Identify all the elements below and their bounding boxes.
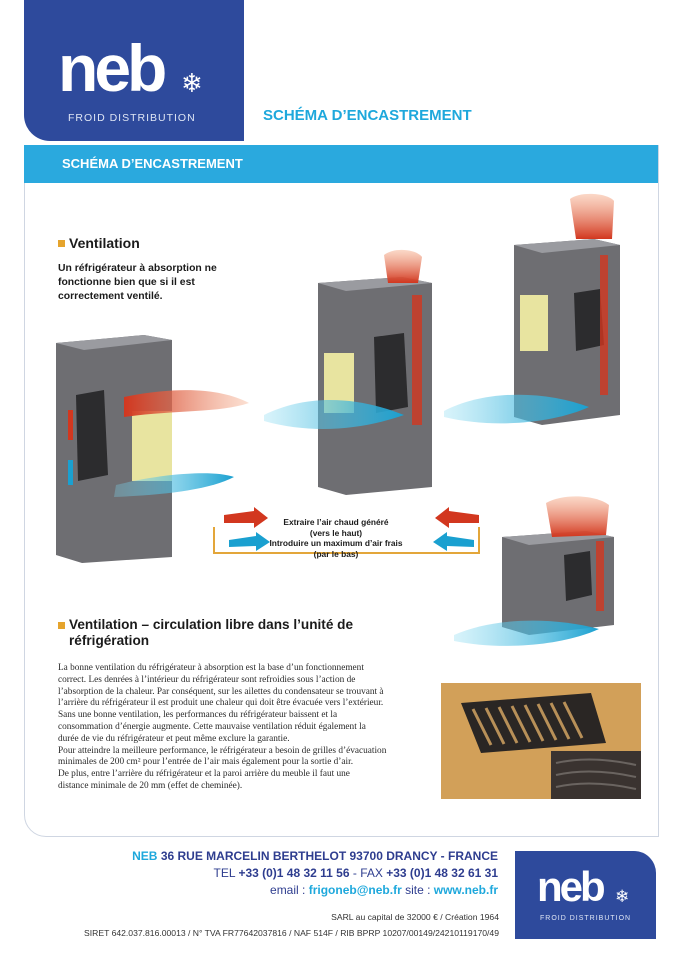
footer-legal: SIRET 642.037.816.00013 / N° TVA FR77642… [84, 928, 499, 938]
body-line: Pour atteindre la meilleure performance,… [58, 745, 387, 756]
body-line: La bonne ventilation du réfrigérateur à … [58, 663, 364, 673]
fax-label: - FAX [352, 866, 383, 880]
body-line: correct. Les denrées à l’intérieur du ré… [58, 674, 356, 685]
body-line: minimales de 200 cm² pour l’entrée de l’… [58, 757, 354, 768]
cabinet-tall [444, 193, 620, 425]
title-line: réfrigération [69, 633, 150, 648]
legend-line: (par le bas) [313, 548, 359, 559]
neb-logo-top: neb ❄ FROID DISTRIBUTION [24, 0, 244, 141]
circulation-body: La bonne ventilation du réfrigérateur à … [58, 663, 436, 793]
body-line: durée de vie du réfrigérateur et peut mê… [58, 733, 290, 744]
fax-number: +33 (0)1 48 32 61 31 [386, 866, 498, 880]
ventilation-illustrations [56, 193, 620, 646]
tel-number: +33 (0)1 48 32 11 56 [238, 866, 350, 880]
logo-wordmark: neb [58, 31, 167, 105]
intro-line: correctement ventilé. [58, 291, 163, 302]
site-label: site : [405, 883, 431, 897]
neb-logo-bottom: neb ❄ FROID DISTRIBUTION [515, 851, 656, 939]
panel-title: SCHÉMA D’ENCASTREMENT [62, 156, 243, 171]
body-line: De plus, entre l’arrière du réfrigérateu… [58, 769, 350, 780]
page-title: SCHÉMA D’ENCASTREMENT [263, 107, 472, 124]
footer-phone: TEL +33 (0)1 48 32 11 56 - FAX +33 (0)1 … [214, 866, 498, 880]
intro-line: fonctionne bien que si il est [58, 277, 195, 288]
section-title-ventilation: Ventilation [69, 235, 140, 251]
address: 36 RUE MARCELIN BERTHELOT 93700 DRANCY -… [160, 849, 498, 863]
ventilation-intro: Un réfrigérateur à absorption ne fonctio… [58, 262, 258, 304]
tel-label: TEL [213, 866, 236, 880]
footer-capital: SARL au capital de 32000 € / Création 19… [331, 912, 499, 922]
footer-address: NEB 36 RUE MARCELIN BERTHELOT 93700 DRAN… [132, 849, 498, 863]
intro-line: Un réfrigérateur à absorption ne [58, 263, 217, 274]
cabinet-low [454, 496, 614, 646]
section-title-circulation: Ventilation – circulation libre dans l’u… [69, 617, 389, 649]
vent-grille-photo [441, 683, 641, 799]
legend-hot-air: Extraire l’air chaud généré (vers le hau… [256, 517, 416, 538]
legend-graphic [213, 507, 480, 554]
body-line: l’arrière du réfrigérateur il est produi… [58, 698, 384, 709]
snowflake-icon: ❄ [181, 68, 203, 98]
body-line: Sans une bonne ventilation, les performa… [58, 710, 338, 721]
snowflake-icon: ❄ [615, 887, 630, 906]
cabinet-side-vent [56, 335, 249, 563]
legend-cold-air: Introduire un maximum d’air frais (par l… [256, 538, 416, 559]
legend-line: Extraire l’air chaud généré [283, 517, 389, 527]
section-bullet [58, 622, 65, 629]
body-line: distance minimale de 20 mm (effet de che… [58, 780, 243, 791]
site-link[interactable]: www.neb.fr [433, 883, 498, 897]
email-link[interactable]: frigoneb@neb.fr [308, 883, 402, 897]
cabinet-top-vent [264, 249, 432, 495]
legend-line: (vers le haut) [309, 527, 363, 538]
panel-title-bar [24, 145, 658, 183]
title-line: Ventilation – circulation libre dans l’u… [69, 617, 354, 632]
company-name: NEB [132, 849, 158, 863]
legend-line: Introduire un maximum d’air frais [269, 538, 403, 548]
logo-subtitle: FROID DISTRIBUTION [68, 112, 196, 124]
logo-wordmark: neb [537, 863, 606, 910]
logo-subtitle: FROID DISTRIBUTION [540, 915, 632, 922]
footer-contact: email : frigoneb@neb.fr site : www.neb.f… [270, 883, 498, 897]
body-line: consommation d’énergie augmente. Cette m… [58, 721, 366, 732]
email-label: email : [270, 883, 306, 897]
body-line: l’absorption de la chaleur. Par conséque… [58, 686, 384, 697]
section-bullet [58, 240, 65, 247]
